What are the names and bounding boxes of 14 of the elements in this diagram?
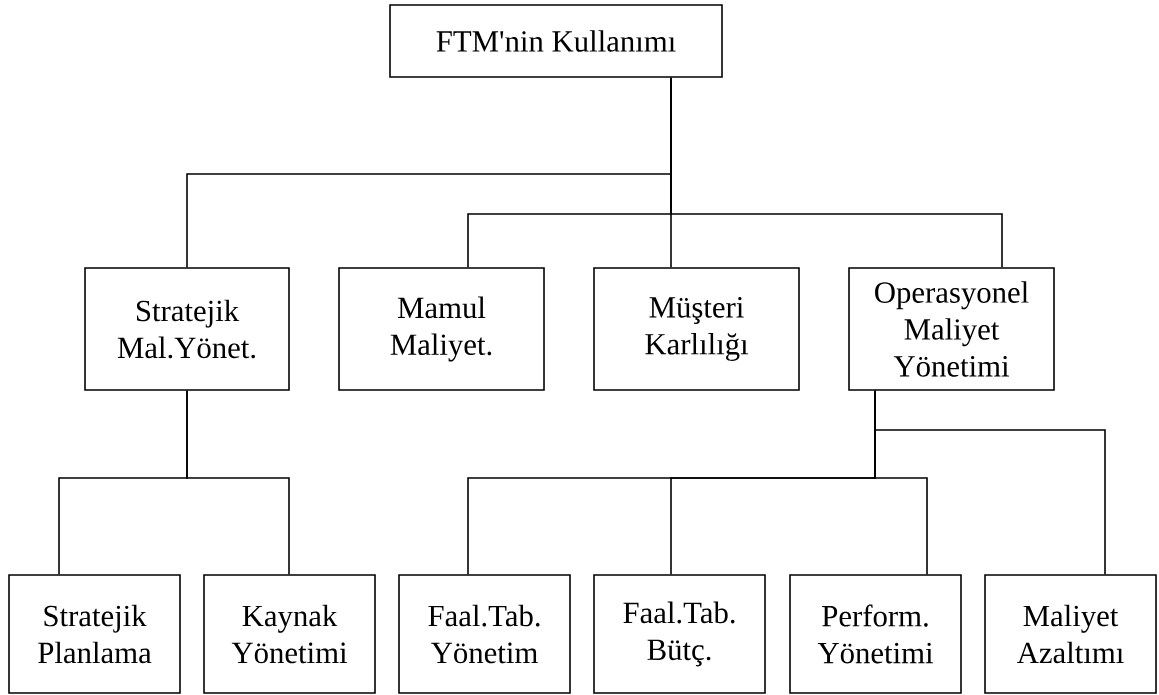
connector-line [670, 77, 1003, 268]
connector-line [874, 390, 1106, 575]
org-box: FTM'nin Kullanımı [389, 4, 723, 78]
connector-line [186, 390, 290, 575]
org-box: Faal.Tab. Yönetim [398, 574, 571, 694]
org-box: Stratejik Mal.Yönet. [84, 267, 290, 391]
org-box: Operasyonel Maliyet Yönetimi [848, 267, 1055, 391]
org-box: Müşteri Karlılığı [593, 267, 800, 391]
org-box: Maliyet Azaltımı [984, 574, 1157, 694]
org-box: Kaynak Yönetimi [203, 574, 376, 694]
org-box: Perform. Yönetimi [789, 574, 962, 694]
org-box: Stratejik Planlama [8, 574, 181, 694]
org-box: Mamul Maliyet. [338, 267, 545, 391]
org-box: Faal.Tab. Bütç. [593, 574, 766, 694]
